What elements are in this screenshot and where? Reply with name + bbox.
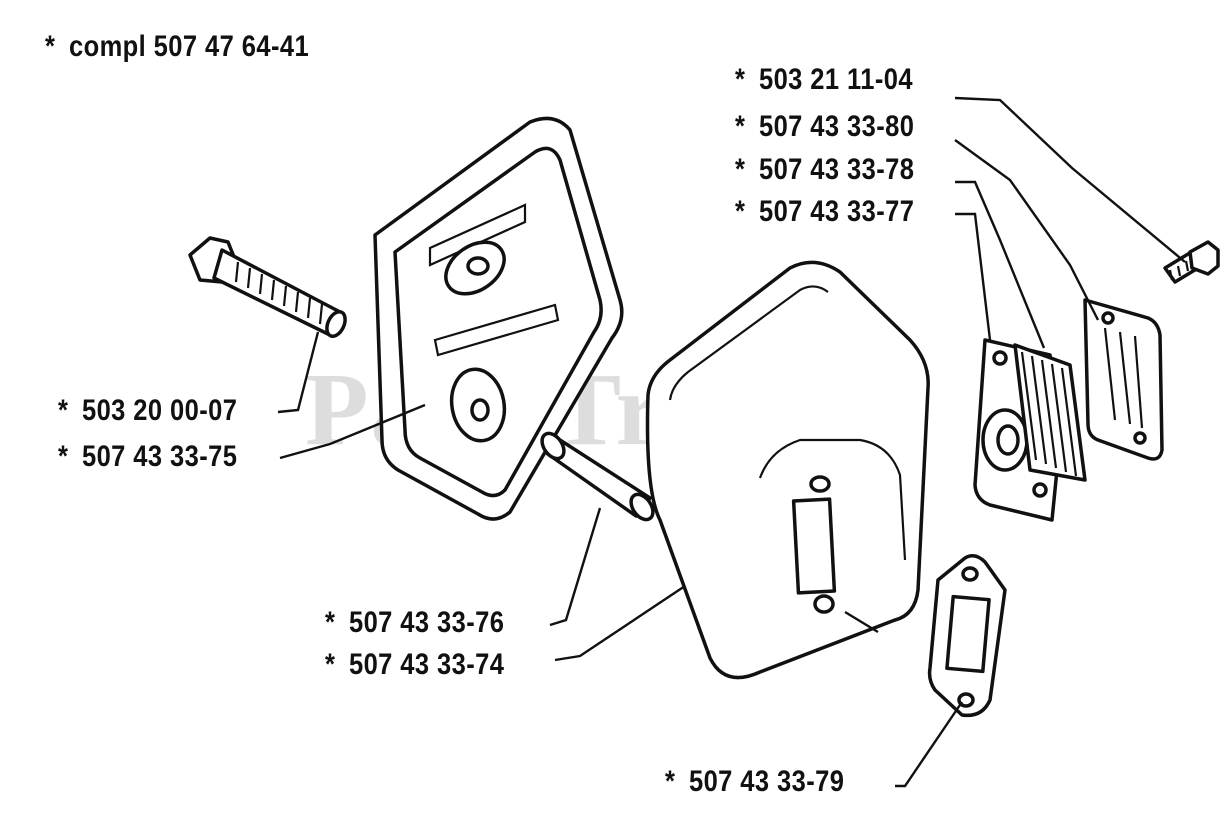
label-503-21-11-04: * 503 21 11-04 bbox=[735, 63, 913, 97]
leader-lines bbox=[277, 96, 1186, 788]
label-503-20-00-07: * 503 20 00-07 bbox=[58, 394, 237, 428]
star-marker: * bbox=[325, 648, 336, 681]
label-507-43-33-80: * 507 43 33-80 bbox=[735, 110, 914, 144]
screw-part bbox=[1163, 240, 1220, 284]
part-number: 503 21 11-04 bbox=[758, 63, 913, 96]
star-marker: * bbox=[325, 606, 336, 639]
part-number: 507 43 33-78 bbox=[758, 153, 915, 186]
pin-part bbox=[540, 431, 655, 522]
label-507-43-33-78: * 507 43 33-78 bbox=[735, 153, 914, 187]
spark-arrestor-part bbox=[973, 298, 1164, 522]
star-marker: * bbox=[735, 195, 746, 228]
star-marker: * bbox=[58, 394, 69, 427]
label-507-43-33-76: * 507 43 33-76 bbox=[325, 606, 504, 640]
part-number: 503 20 00-07 bbox=[81, 394, 238, 427]
label-507-43-33-75: * 507 43 33-75 bbox=[58, 440, 237, 474]
part-number: 507 43 33-79 bbox=[688, 765, 845, 798]
bolt-part bbox=[188, 236, 347, 339]
star-marker: * bbox=[735, 110, 746, 143]
star-marker: * bbox=[58, 440, 69, 473]
star-marker: * bbox=[665, 765, 676, 798]
part-number: compl 507 47 64-41 bbox=[68, 30, 310, 63]
label-507-43-33-79: * 507 43 33-79 bbox=[665, 765, 844, 799]
star-marker: * bbox=[735, 63, 746, 96]
label-507-43-33-74: * 507 43 33-74 bbox=[325, 648, 504, 682]
gasket-part bbox=[927, 554, 1007, 718]
part-number: 507 43 33-77 bbox=[758, 195, 915, 228]
star-marker: * bbox=[45, 30, 56, 63]
label-compl: * compl 507 47 64-41 bbox=[45, 30, 309, 64]
star-marker: * bbox=[735, 153, 746, 186]
part-number: 507 43 33-80 bbox=[758, 110, 915, 143]
muffler-body-part bbox=[645, 260, 930, 680]
part-number: 507 43 33-76 bbox=[348, 606, 505, 639]
part-number: 507 43 33-75 bbox=[81, 440, 238, 473]
muffler-housing-part bbox=[373, 116, 624, 521]
part-number: 507 43 33-74 bbox=[348, 648, 505, 681]
label-507-43-33-77: * 507 43 33-77 bbox=[735, 195, 914, 229]
